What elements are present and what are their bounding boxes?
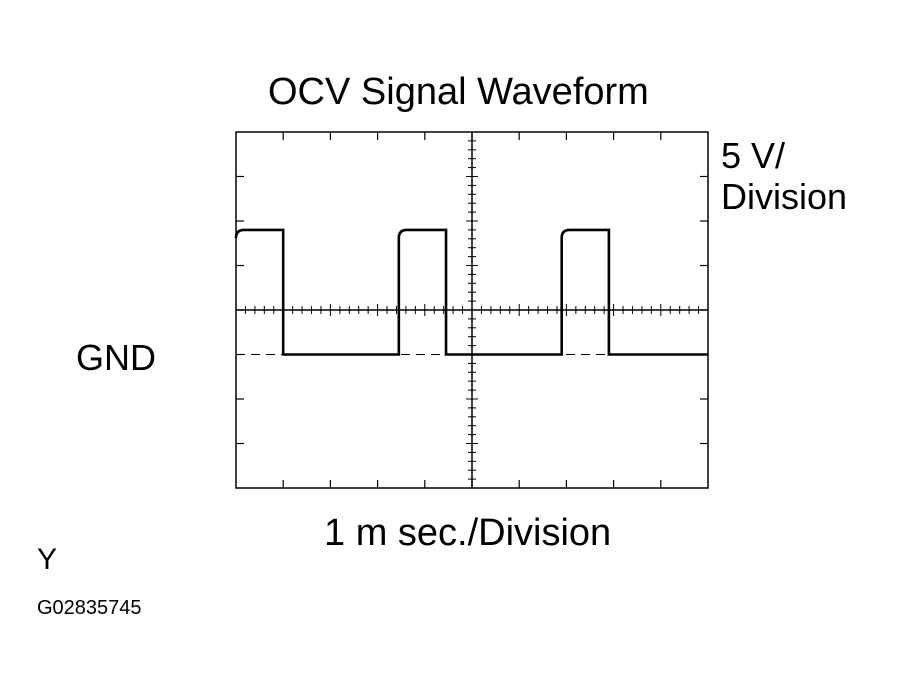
diagram-title: OCV Signal Waveform <box>268 71 649 113</box>
volts-per-division-value: 5 V/ <box>721 135 786 176</box>
signal-trace <box>234 228 708 356</box>
square-wave-trace <box>234 228 708 356</box>
scope-grid <box>235 131 709 489</box>
corner-label: Y <box>37 543 58 576</box>
figure-id: G02835745 <box>37 597 142 619</box>
time-per-division-label: 1 m sec./Division <box>324 512 612 554</box>
volts-per-division-label: 5 V/ Division <box>721 135 847 217</box>
volts-per-division-unit: Division <box>721 176 848 217</box>
ground-label: GND <box>76 337 156 378</box>
